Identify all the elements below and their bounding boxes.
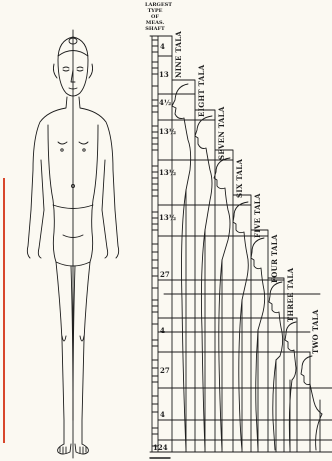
column-label-five-tala: FIVE TALA <box>253 193 262 238</box>
ruler-measure: 13 <box>159 70 169 79</box>
ruler-measure: 13½ <box>159 127 176 136</box>
column-label-six-tala: SIX TALA <box>235 159 244 198</box>
ruler-measure: 4 <box>160 326 165 335</box>
ruler-measure: 4 <box>160 410 165 419</box>
ruler-header-line: TYPE OF <box>145 8 165 20</box>
ruler-measure: 13½ <box>159 168 176 177</box>
column-label-eight-tala: EIGHT TALA <box>197 65 206 117</box>
ruler-header-line: SHAFT <box>145 26 165 32</box>
column-label-two-tala: TWO TALA <box>311 309 320 354</box>
ruler-header: LARGEST TYPE OF MEAS. SHAFT <box>145 2 165 32</box>
ruler-measure: 13½ <box>159 213 176 222</box>
ruler-measure: 27 <box>160 270 170 279</box>
tala-grid <box>150 36 332 452</box>
column-label-three-tala: THREE TALA <box>286 268 295 322</box>
column-label-four-tala: FOUR TALA <box>270 234 279 283</box>
column-label-seven-tala: SEVEN TALA <box>217 106 226 160</box>
profile-heads <box>172 84 322 450</box>
ruler-measure: 4½ <box>159 98 171 107</box>
ruler-total: 124 <box>153 443 168 452</box>
column-label-nine-tala: NINE TALA <box>174 31 183 78</box>
ruler-measure: 4 <box>160 42 165 51</box>
ruler-measure: 27 <box>160 366 170 375</box>
